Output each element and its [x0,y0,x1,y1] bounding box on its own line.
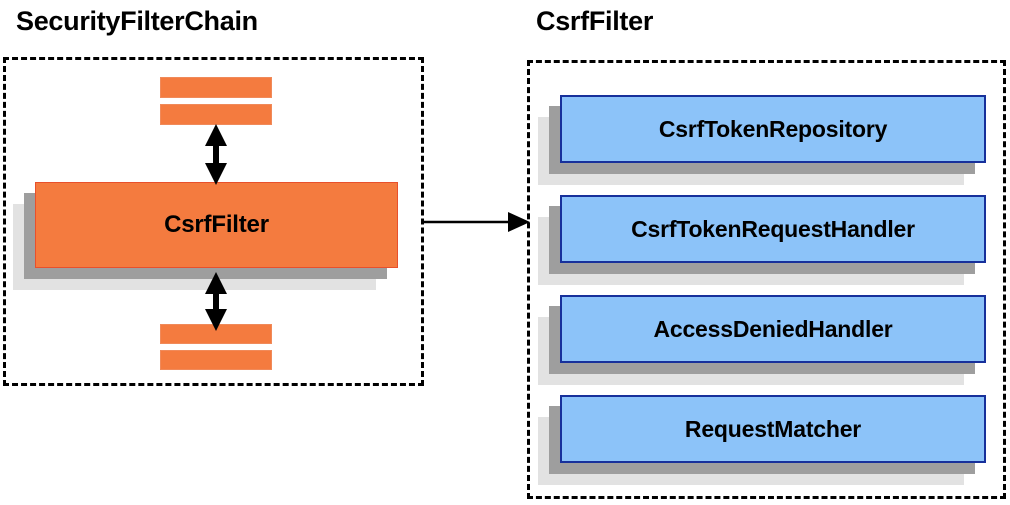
csrffilter-block[interactable]: CsrfFilter [13,182,398,290]
filter-bar-above-1 [160,77,272,98]
component-block-csrftokenrequesthandler[interactable]: CsrfTokenRequestHandler [538,195,986,285]
component-block-requestmatcher[interactable]: RequestMatcher [538,395,986,485]
component-block-accessdeniedhandler[interactable]: AccessDeniedHandler [538,295,986,385]
csrffilter-detail-panel [527,60,1006,499]
component-label: RequestMatcher [560,395,986,463]
page-title-csrffilter: CsrfFilter [536,6,654,36]
zoom-in-arrow-icon [423,212,530,232]
csrffilter-block-label: CsrfFilter [35,182,398,268]
component-block-csrftokenrepository[interactable]: CsrfTokenRepository [538,95,986,185]
page-title-securityfilterchain: SecurityFilterChain [16,6,258,36]
component-label: CsrfTokenRequestHandler [560,195,986,263]
filter-bar-below-2 [160,350,272,370]
component-label: CsrfTokenRepository [560,95,986,163]
filter-bar-above-2 [160,104,272,125]
component-label: AccessDeniedHandler [560,295,986,363]
filter-bar-below-1 [160,324,272,344]
securityfilterchain-panel [3,57,424,386]
